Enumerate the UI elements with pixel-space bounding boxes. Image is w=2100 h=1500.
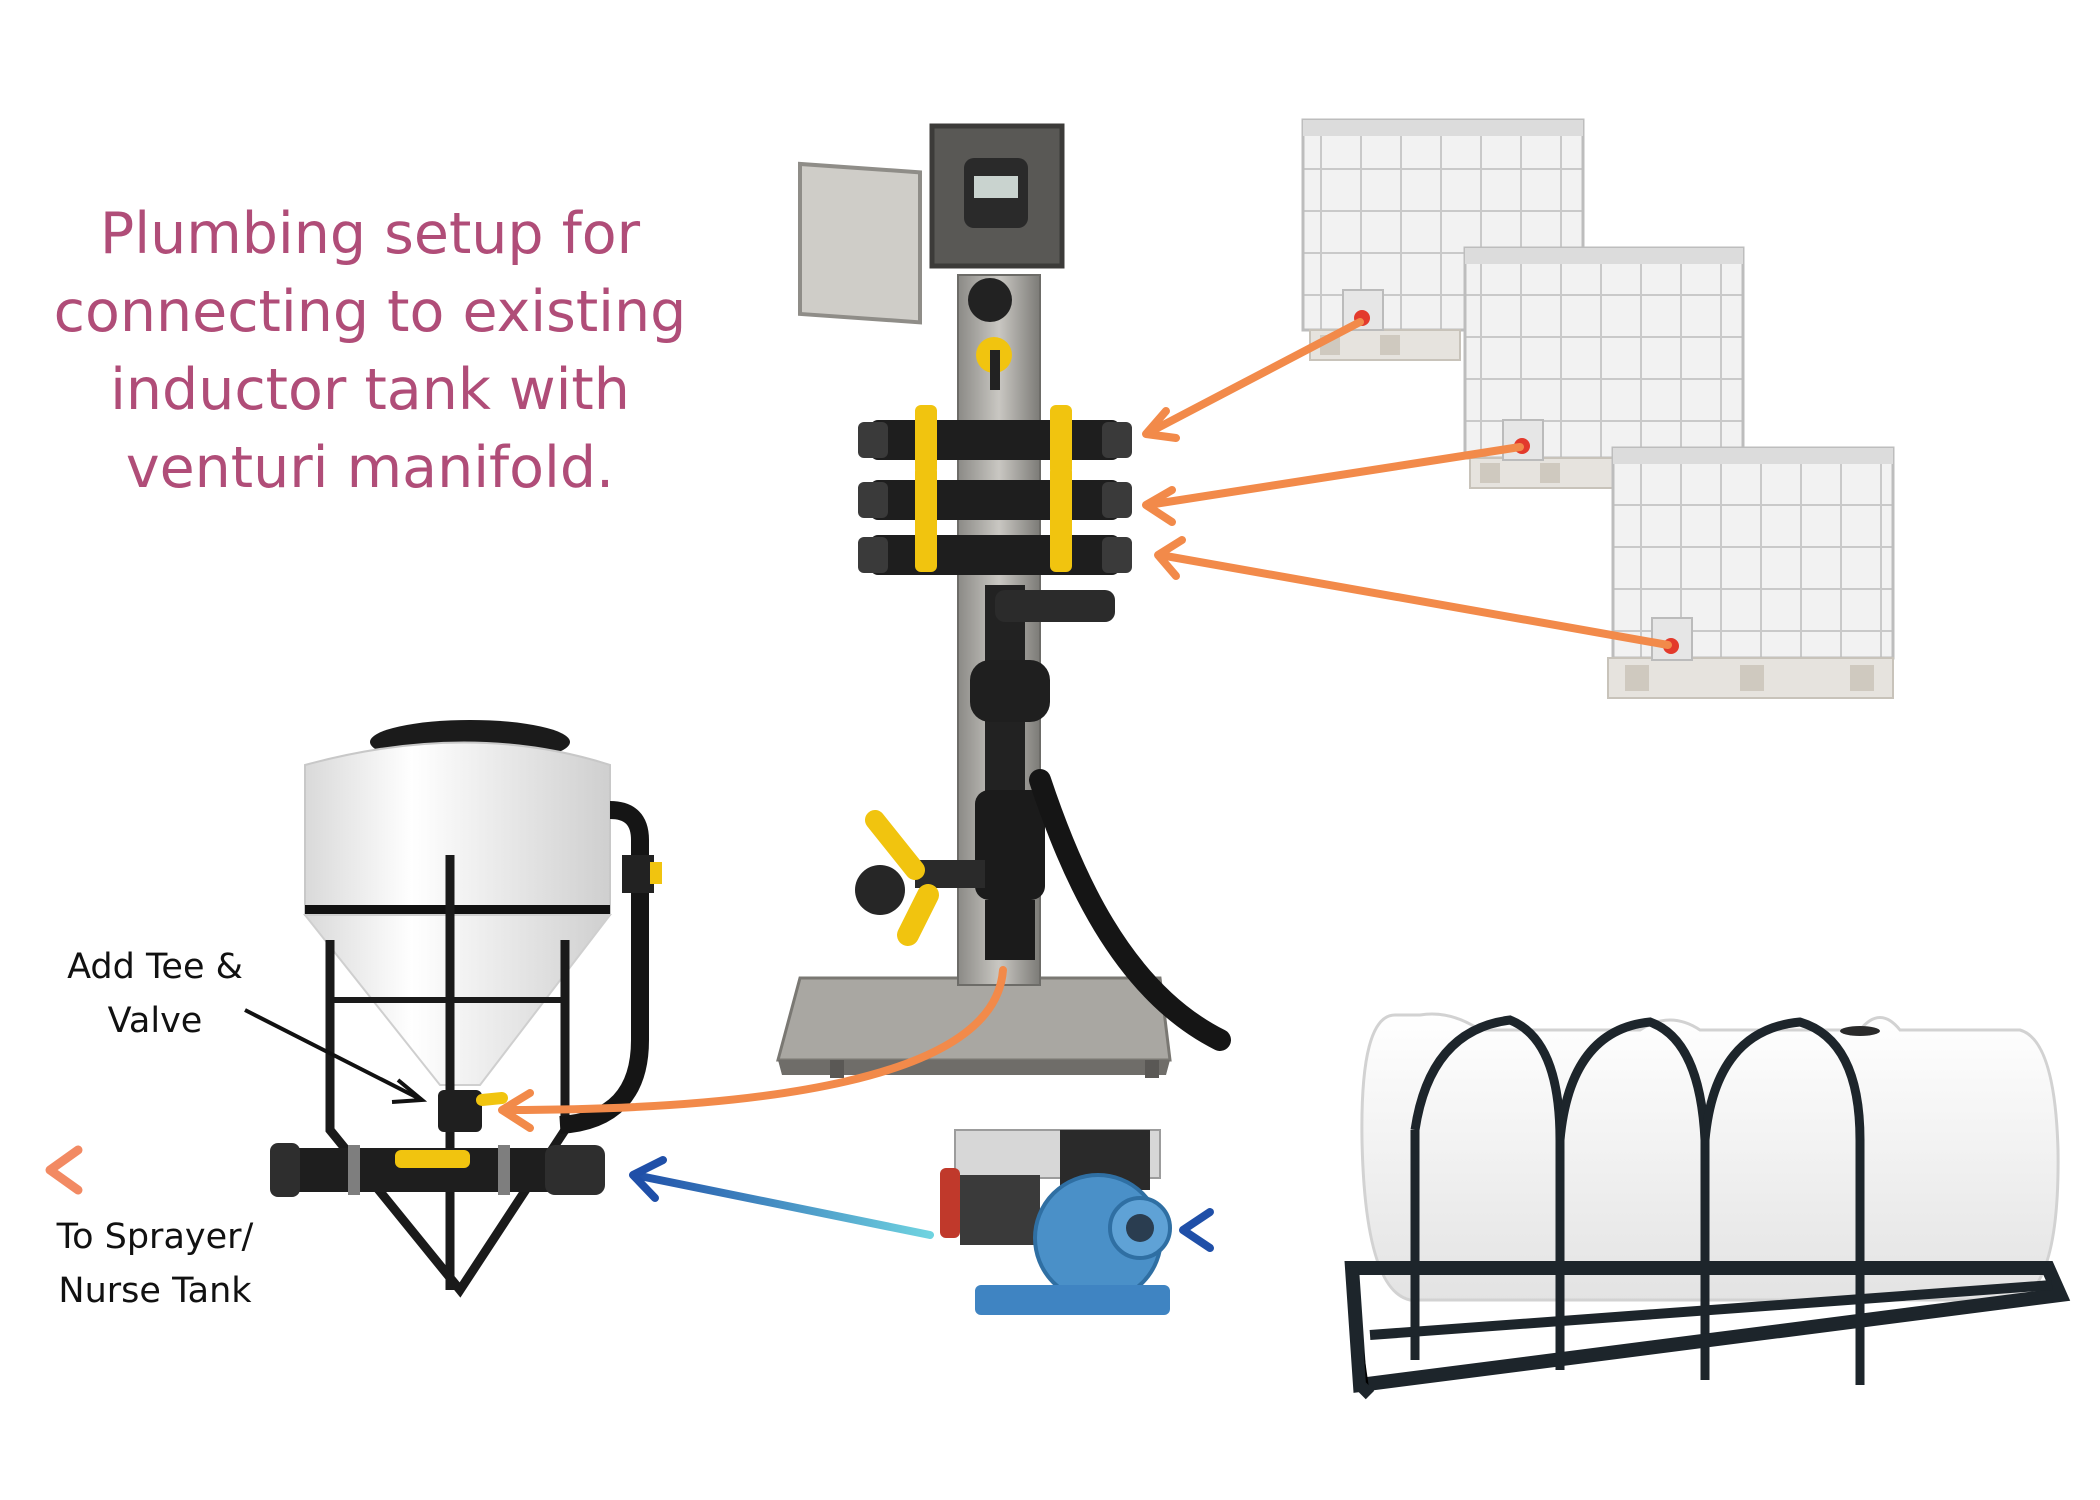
ibc-tote-2 (1463, 246, 1745, 489)
tee-valve-label: Add Tee & Valve (40, 940, 270, 1048)
headline-line-4: venturi manifold. (125, 435, 615, 501)
headline-line-3: inductor tank with (110, 357, 630, 423)
arrow-tote3-to-manifold (1156, 551, 1672, 649)
manifold-row-1 (858, 405, 1132, 475)
ibc-tote-1 (1301, 118, 1585, 361)
outlet-label-line-1: To Sprayer/ (56, 1217, 254, 1257)
tee-label-line-2: Valve (107, 1001, 203, 1041)
headline-line-2: connecting to existing (53, 279, 687, 345)
headline-line-1: Plumbing setup for (99, 201, 641, 267)
chemical-flow-arrows (498, 318, 1672, 1132)
water-flow-arrows (45, 1145, 1364, 1252)
outlet-label-line-2: Nurse Tank (58, 1271, 252, 1311)
arrow-pump-to-inductor (631, 1171, 934, 1239)
venturi-manifold-stand (776, 123, 1231, 1078)
sprayer-outlet-label: To Sprayer/ Nurse Tank (20, 1210, 290, 1318)
engine-pump (940, 1129, 1172, 1315)
manifold-row-3 (858, 520, 1132, 575)
tee-valve-pointer (244, 1008, 428, 1104)
ibc-tote-3 (1607, 446, 1895, 699)
arrow-tote1-to-manifold (1144, 318, 1364, 437)
arrow-manifold-to-inductor (501, 966, 1007, 1114)
tee-label-line-1: Add Tee & (67, 947, 243, 987)
inductor-tank (270, 720, 662, 1298)
arrow-tote2-to-manifold (1144, 443, 1524, 509)
diagram-headline: Plumbing setup for connecting to existin… (50, 195, 690, 507)
water-tank (1344, 1012, 2071, 1400)
manifold-row-2 (858, 466, 1132, 536)
